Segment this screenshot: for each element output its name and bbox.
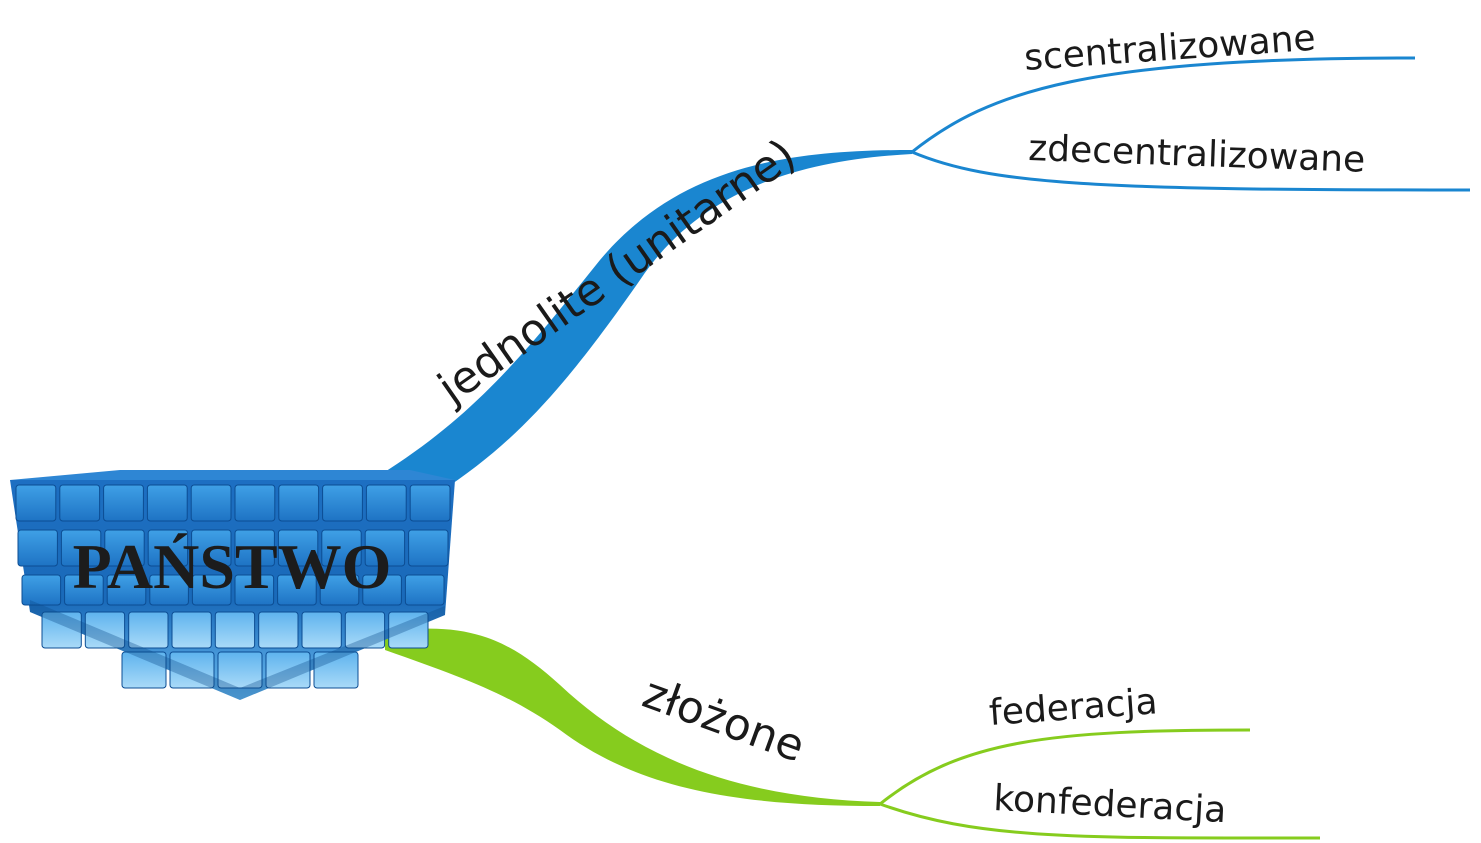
- cube-cell: [404, 574, 445, 606]
- branch-scentralizowane-label: scentralizowane: [1023, 18, 1317, 79]
- cube-cell: [64, 574, 104, 606]
- cube-cell: [408, 529, 449, 567]
- cube-cell: [234, 529, 275, 567]
- cube-cell: [191, 574, 232, 606]
- branch-zdecentralizowane-line: [911, 150, 1471, 192]
- cube-cell: [60, 529, 102, 567]
- branch-federacja-line: [879, 728, 1251, 806]
- cube-cell: [319, 574, 360, 606]
- cube-cell: [388, 611, 429, 649]
- branch-composite-stem: [385, 628, 880, 806]
- branch-scentralizowane-line: [911, 56, 1416, 154]
- cube-cell: [59, 484, 101, 522]
- cube-cell: [103, 484, 144, 522]
- branch-konfederacja-label: konfederacja: [993, 778, 1228, 831]
- branch-konfederacja-line: [879, 802, 1321, 840]
- cube-cell: [149, 574, 189, 606]
- cube-cell: [171, 611, 212, 649]
- cube-cell: [322, 484, 363, 522]
- cube-cell: [104, 529, 145, 567]
- branch-zdecentralizowane-label: zdecentralizowane: [1028, 128, 1366, 181]
- cube-building-icon: [10, 470, 455, 700]
- cube-cell: [214, 611, 256, 649]
- cube-cell: [121, 651, 167, 689]
- cube-cell: [217, 651, 263, 689]
- branch-federacja-label: federacja: [988, 681, 1159, 734]
- cube-cell: [277, 574, 317, 606]
- cube-cell: [106, 574, 147, 606]
- branch-unitary-label: jednolite (unitarne): [428, 129, 805, 414]
- cube-cell: [278, 484, 320, 522]
- cube-cell: [344, 611, 386, 649]
- cube-cell: [147, 529, 189, 567]
- cube-cell: [15, 484, 57, 522]
- cube-cell: [190, 484, 232, 522]
- cube-cell: [234, 484, 276, 522]
- cube-cell: [313, 651, 359, 689]
- cube-cell: [169, 651, 215, 689]
- cube-cell: [321, 529, 362, 567]
- cube-cell: [128, 611, 169, 649]
- cube-cell: [258, 611, 299, 649]
- cube-cell: [21, 574, 62, 606]
- root-label: PAŃSTWO: [73, 531, 392, 602]
- cube-cell: [146, 484, 188, 522]
- cube-cell: [191, 529, 232, 567]
- cube-cell: [365, 484, 407, 522]
- cube-cell: [277, 529, 319, 567]
- cube-cell: [362, 574, 402, 606]
- cube-cell: [17, 529, 58, 567]
- cube-cell: [364, 529, 406, 567]
- cube-cell: [84, 611, 126, 649]
- branch-unitary-stem: [372, 150, 912, 492]
- cube-cell: [265, 651, 311, 689]
- cube-cell: [41, 611, 82, 649]
- cube-cell: [409, 484, 451, 522]
- cube-cell: [234, 574, 275, 606]
- cube-cell: [301, 611, 342, 649]
